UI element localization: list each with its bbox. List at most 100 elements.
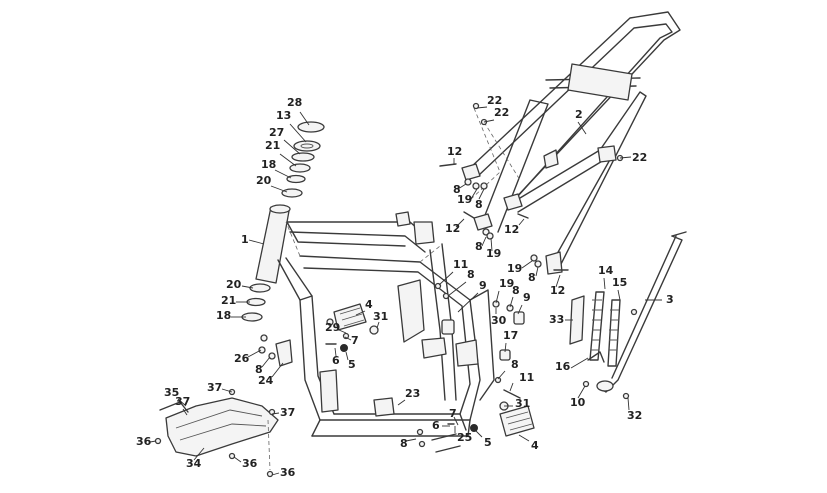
callout-label-c17: 17	[503, 329, 518, 342]
leader-line-c8c	[478, 188, 485, 200]
callout-label-c31a: 31	[373, 310, 388, 323]
callout-label-c25: 25	[457, 431, 472, 444]
leader-line-c9a	[457, 292, 479, 313]
callout-label-c37b: 37	[175, 395, 190, 408]
callout-label-c19c: 19	[507, 262, 522, 275]
leader-line-c19a	[470, 188, 478, 200]
callout-label-c4a: 4	[365, 298, 373, 311]
leader-line-c36c	[271, 472, 280, 476]
callout-label-c37a: 37	[207, 381, 222, 394]
leader-line-c12c	[518, 218, 525, 226]
callout-label-c2: 2	[575, 108, 583, 121]
leader-line-c8h	[497, 370, 506, 380]
leader-line-c37c	[271, 412, 280, 415]
callout-label-c36a: 36	[136, 435, 152, 448]
leader-line-c12d	[555, 274, 561, 288]
leader-line-c7a	[344, 336, 352, 341]
callout-label-c6b: 6	[432, 419, 440, 432]
leader-line-c1	[248, 239, 265, 245]
callout-label-c8h: 8	[511, 358, 519, 371]
callout-label-c8i: 8	[400, 437, 408, 450]
callout-label-c11b: 11	[519, 371, 534, 384]
callout-label-c1: 1	[241, 233, 249, 246]
leader-line-c7b	[453, 416, 459, 426]
callout-label-c21a: 21	[265, 139, 280, 152]
leader-line-c5b	[475, 430, 483, 438]
leader-line-c22b	[483, 119, 495, 123]
leader-line-c8i	[405, 438, 417, 442]
callout-label-c8a: 8	[255, 363, 263, 376]
leader-line-c27	[283, 139, 301, 155]
leader-line-c8b	[457, 183, 467, 190]
callout-label-c18a: 18	[261, 158, 276, 171]
leader-line-c20a	[270, 185, 288, 193]
leader-line-c5a	[345, 351, 349, 361]
callout-label-c37c: 37	[280, 406, 295, 419]
callout-label-c28: 28	[287, 96, 302, 109]
leader-line-c11a	[438, 271, 454, 286]
callout-label-c18b: 18	[216, 309, 231, 322]
leader-line-c6a	[334, 347, 337, 357]
leader-line-c16	[570, 357, 589, 369]
callout-label-c12c: 12	[504, 223, 519, 236]
leader-line-c13	[289, 123, 307, 143]
leader-line-c20b	[241, 285, 254, 289]
callout-label-c15: 15	[612, 276, 627, 289]
callout-label-c14: 14	[598, 264, 614, 277]
callout-label-c20a: 20	[256, 174, 272, 187]
callout-label-c36b: 36	[242, 457, 258, 470]
callout-label-c32: 32	[627, 409, 642, 422]
leader-line-c37a	[221, 388, 233, 393]
callout-label-c21b: 21	[221, 294, 236, 307]
leader-line-c4b	[518, 434, 530, 442]
callout-label-c5b: 5	[484, 436, 492, 449]
callout-label-c36c: 36	[280, 466, 296, 479]
leader-line-c8a	[261, 356, 271, 368]
leader-line-c8f	[447, 281, 467, 297]
callout-label-c30: 30	[491, 314, 507, 327]
callout-label-c33: 33	[549, 313, 564, 326]
leader-line-c11b	[509, 382, 514, 392]
lower-bearing-stack	[241, 283, 271, 322]
callout-label-c11a: 11	[453, 258, 468, 271]
callout-label-c22a: 22	[487, 94, 502, 107]
callout-label-c9a: 9	[479, 279, 487, 292]
leader-line-c8e	[535, 266, 539, 277]
leader-line-c36b	[233, 456, 242, 463]
leader-line-c36a	[149, 440, 157, 443]
leader-line-c15	[617, 289, 621, 301]
leader-line-c10	[577, 385, 586, 399]
callout-label-c10: 10	[570, 396, 586, 409]
callout-label-c16: 16	[555, 360, 571, 373]
leader-line-c2	[577, 121, 587, 135]
callout-label-c19b: 19	[486, 247, 501, 260]
leader-line-c17	[504, 342, 507, 353]
leader-line-c32	[627, 397, 630, 411]
callout-label-c31b: 31	[515, 397, 530, 410]
leader-line-c4a	[355, 310, 366, 316]
callout-leaders	[149, 106, 662, 476]
callout-label-c9b: 9	[523, 291, 531, 304]
callout-label-c7b: 7	[449, 407, 457, 420]
callout-label-c24: 24	[258, 374, 274, 387]
callout-label-c8d: 8	[475, 240, 483, 253]
leader-line-c37b	[182, 408, 188, 416]
callout-label-c12b: 12	[445, 222, 460, 235]
callout-label-c27: 27	[269, 126, 284, 139]
callout-label-c20b: 20	[226, 278, 242, 291]
leader-line-c12b	[455, 218, 465, 228]
leader-line-c21a	[279, 153, 297, 167]
callout-label-c7a: 7	[351, 334, 359, 347]
callout-label-c8f: 8	[467, 268, 475, 281]
leader-line-c19b	[490, 237, 493, 252]
leader-line-c34	[193, 447, 205, 461]
footpeg-right	[499, 405, 535, 437]
leader-line-c35	[177, 398, 187, 407]
side-stand	[569, 231, 687, 400]
footpeg-left	[333, 303, 367, 331]
leader-line-c19c	[521, 260, 533, 269]
leader-line-c23	[397, 399, 406, 406]
callout-label-c35: 35	[164, 386, 179, 399]
callout-label-c3: 3	[666, 293, 674, 306]
leader-line-c28	[299, 111, 310, 126]
